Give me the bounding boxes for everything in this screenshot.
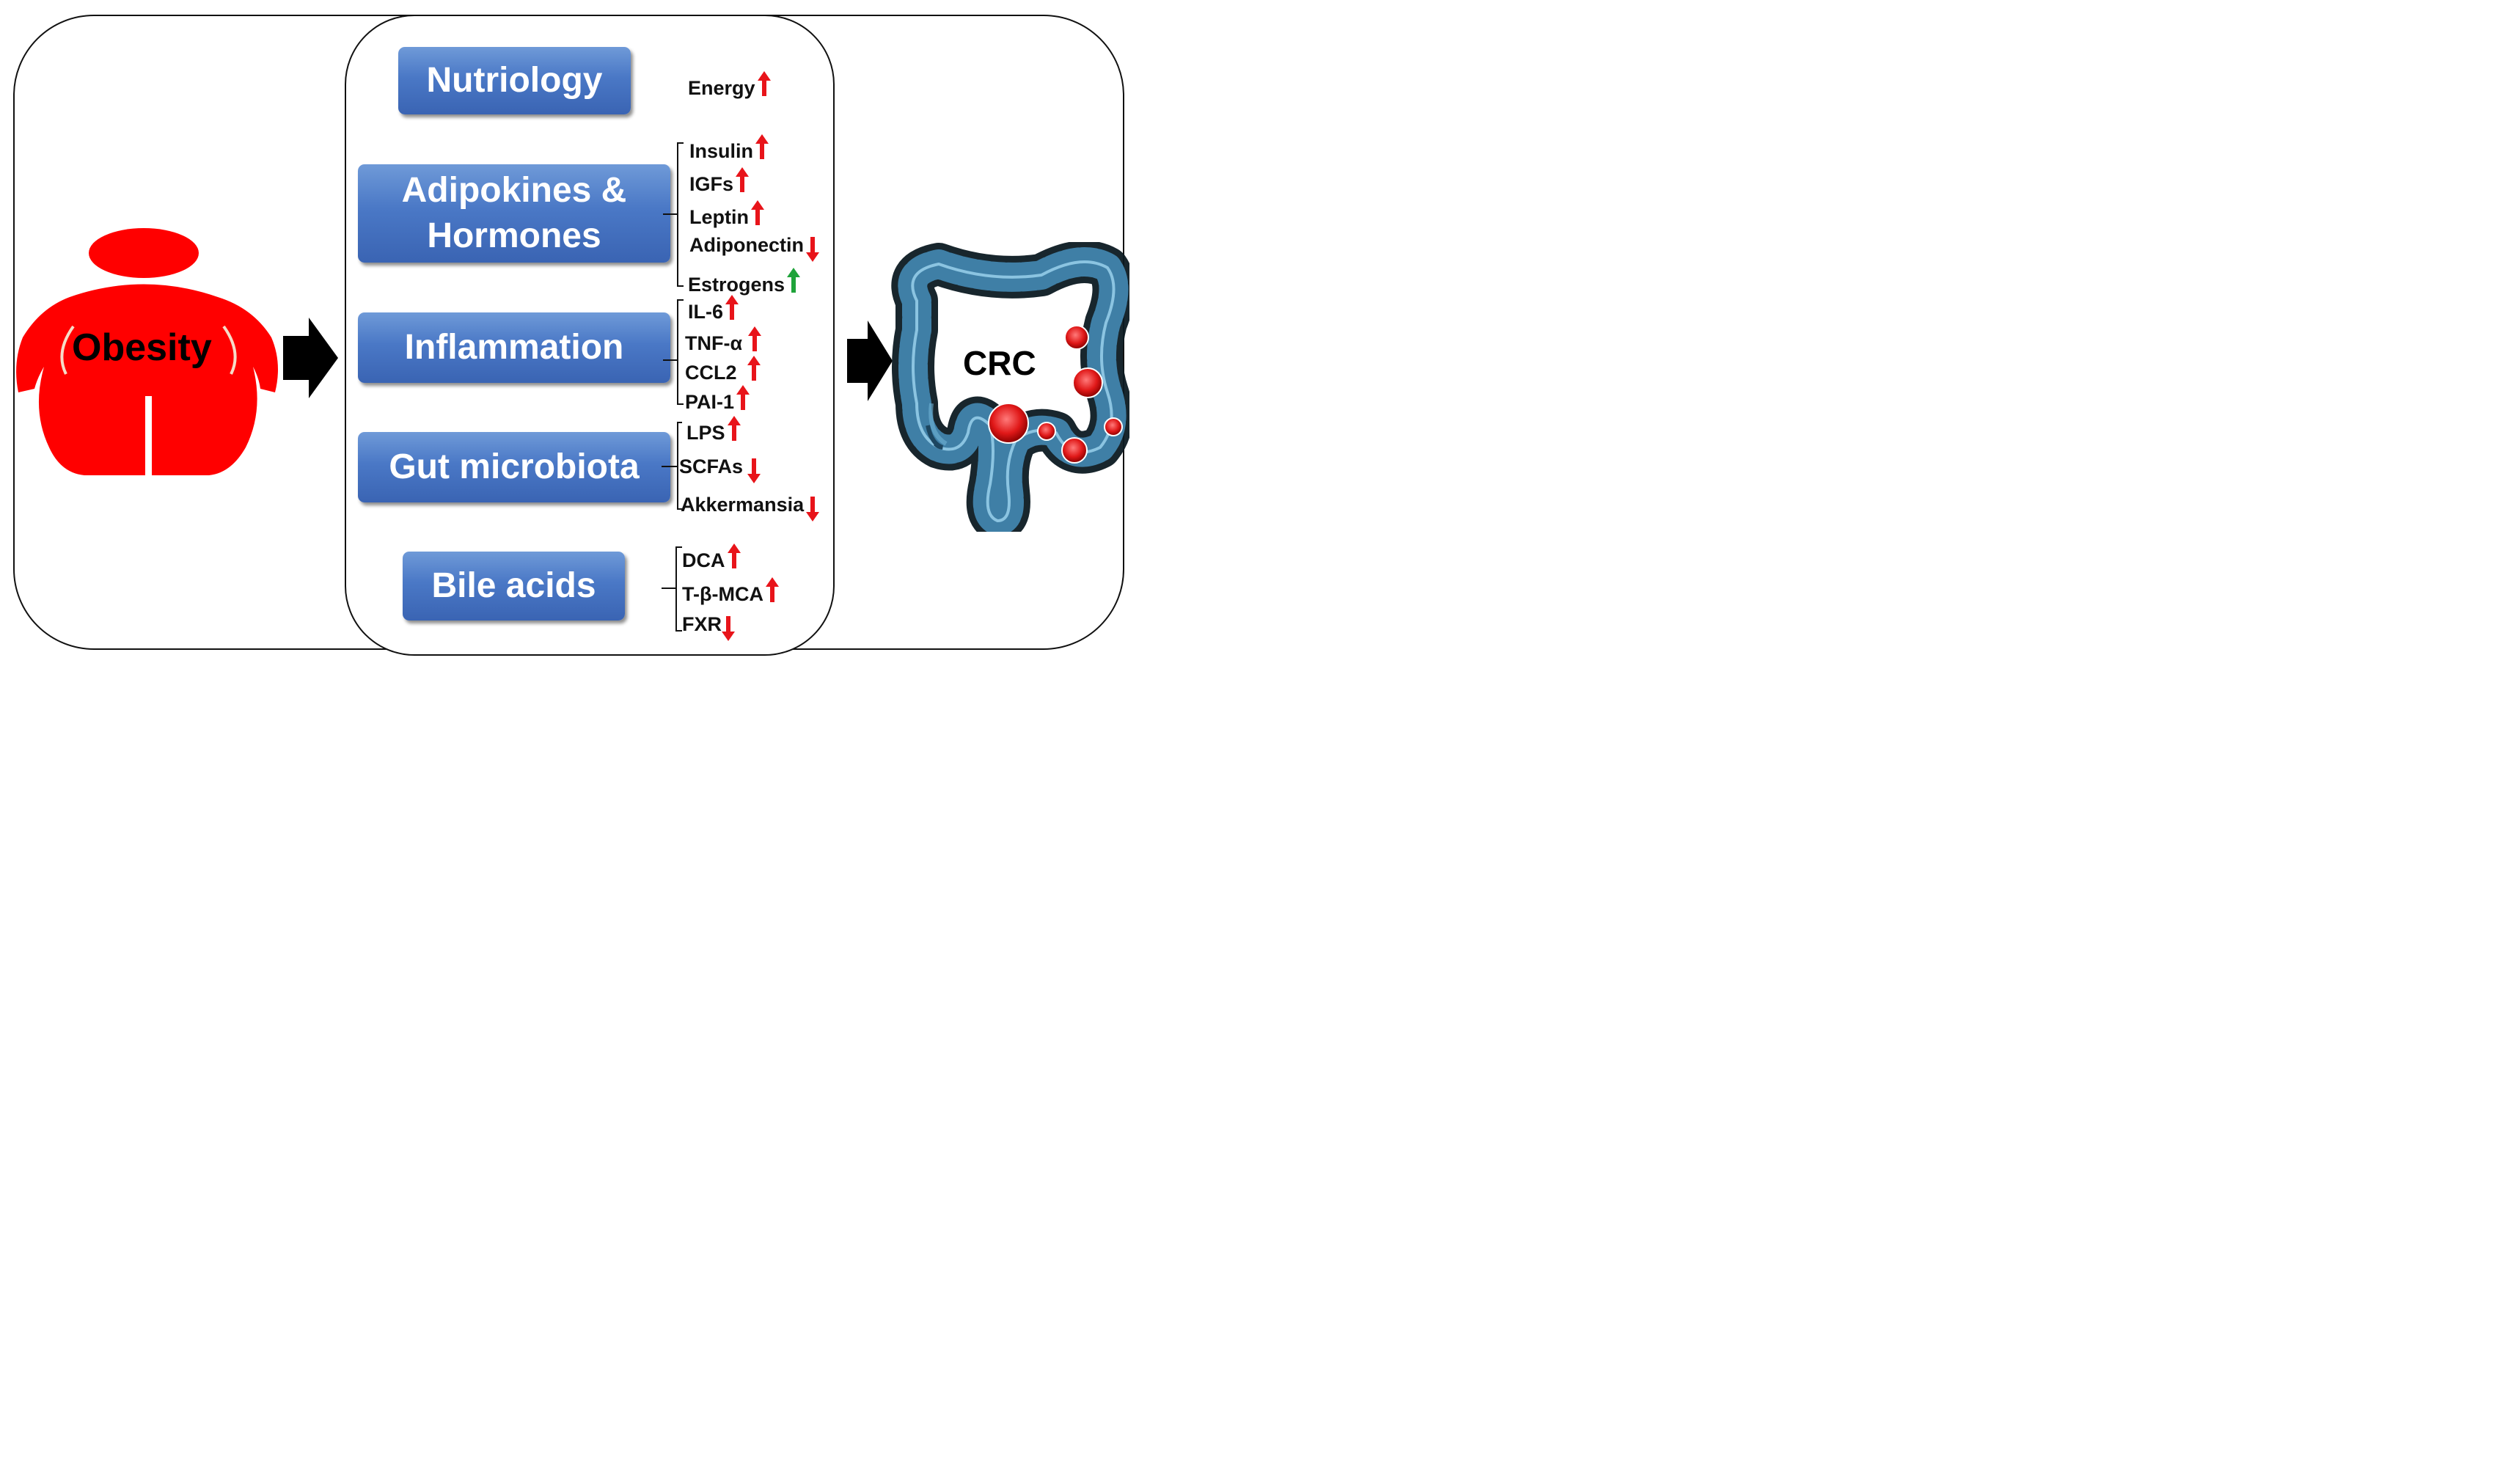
- category-adipokines-title-line2: Hormones: [427, 216, 601, 255]
- bracket-adipokines: [663, 142, 684, 287]
- factor-dca: DCA: [682, 543, 741, 571]
- factor-estrogens: Estrogens: [688, 268, 801, 296]
- up-arrow-icon: [736, 385, 750, 410]
- tumor-icon: [1064, 325, 1089, 350]
- obesity-body-icon: [16, 228, 278, 475]
- tumor-icon: [988, 403, 1029, 444]
- up-arrow-icon: [765, 577, 779, 602]
- category-bile-acids: Bile acids: [403, 552, 625, 621]
- category-gut-microbiota-title: Gut microbiota: [389, 447, 640, 486]
- category-bile-acids-title: Bile acids: [431, 566, 596, 605]
- down-arrow-icon: [806, 497, 820, 521]
- category-gut-microbiota: Gut microbiota: [358, 432, 670, 502]
- category-adipokines-hormones: Adipokines & Hormones: [358, 164, 670, 263]
- down-arrow-icon: [722, 616, 735, 641]
- category-nutriology: Nutriology: [398, 47, 631, 114]
- right-arrow-icon: [847, 321, 893, 401]
- up-arrow-icon: [727, 416, 741, 441]
- factor-adiponectin: Adiponectin: [689, 234, 819, 262]
- factor-t-beta-mca: T-β-MCA: [682, 577, 779, 605]
- factor-pai-1: PAI-1: [685, 385, 750, 413]
- up-arrow-icon: [747, 356, 761, 381]
- factor-fxr: FXR: [682, 613, 735, 641]
- category-nutriology-title: Nutriology: [426, 60, 603, 100]
- factor-tnf-alpha: TNF-α: [685, 326, 762, 354]
- bracket-bile-acids: [662, 546, 682, 632]
- diagram-canvas: Obesity Nutriology Adipokines & Hormones…: [0, 0, 1142, 662]
- factor-leptin: Leptin: [689, 200, 764, 228]
- up-arrow-icon: [751, 200, 764, 225]
- factor-akkermansia: Akkermansia: [681, 494, 820, 521]
- factor-ccl2: CCL2: [685, 356, 761, 384]
- factor-insulin: Insulin: [689, 134, 769, 162]
- tumor-icon: [1061, 437, 1088, 464]
- up-arrow-icon: [727, 543, 741, 568]
- factor-il-6: IL-6: [688, 295, 739, 323]
- up-arrow-icon: [725, 295, 739, 320]
- bracket-inflammation: [663, 299, 684, 405]
- factor-lps: LPS: [686, 416, 741, 444]
- category-inflammation: Inflammation: [358, 312, 670, 383]
- up-arrow-icon: [755, 134, 769, 159]
- tumor-icon: [1037, 422, 1056, 441]
- up-arrow-icon: [748, 326, 762, 351]
- colon-icon: [891, 242, 1129, 532]
- tumor-icon: [1072, 367, 1103, 398]
- factor-igfs: IGFs: [689, 167, 750, 195]
- right-arrow-icon: [283, 318, 338, 398]
- crc-label: CRC: [963, 344, 1036, 382]
- bracket-gut-microbiota: [662, 422, 682, 510]
- factor-energy: Energy: [688, 71, 771, 99]
- down-arrow-icon: [747, 458, 761, 483]
- down-arrow-icon: [806, 237, 819, 262]
- category-adipokines-title-line1: Adipokines &: [401, 170, 627, 210]
- up-arrow-icon: [736, 167, 750, 192]
- category-inflammation-title: Inflammation: [404, 327, 624, 367]
- up-arrow-icon: [787, 268, 801, 293]
- obesity-label: Obesity: [72, 326, 212, 369]
- factor-scfas: SCFAs: [679, 455, 761, 483]
- up-arrow-icon: [757, 71, 771, 96]
- tumor-icon: [1104, 417, 1123, 436]
